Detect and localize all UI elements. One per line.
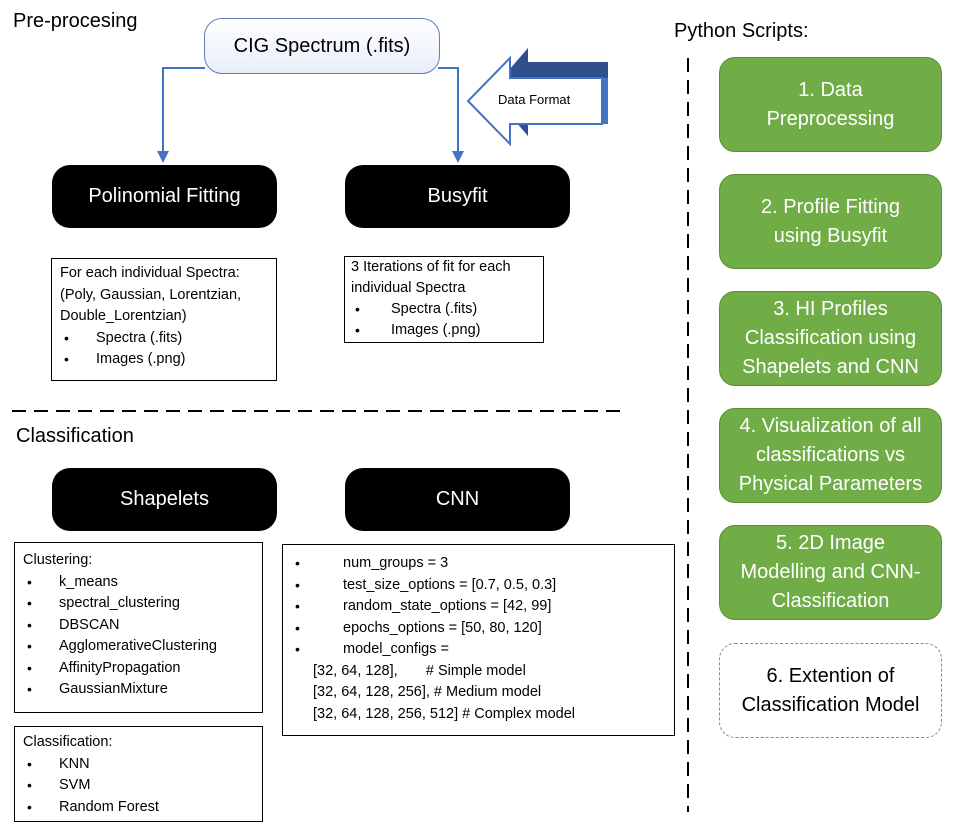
- source-node-label: CIG Spectrum (.fits): [233, 34, 411, 57]
- list-item-text: GaussianMixture: [59, 681, 168, 697]
- list-item-text: num_groups = 3: [343, 555, 449, 571]
- connector-to-polinomial: [162, 67, 205, 152]
- script-1-label: 1. Data Preprocessing: [766, 78, 895, 130]
- classification-box: Classification: KNN SVM Random Forest: [14, 726, 263, 822]
- connector-to-busyfit: [438, 67, 459, 152]
- list-item-text: spectral_clustering: [59, 595, 180, 611]
- box-line: individual Spectra: [351, 280, 466, 296]
- config-line: [32, 64, 128], # Simple model: [313, 662, 526, 679]
- config-line: [32, 64, 128, 256, 512] # Complex model: [313, 705, 575, 722]
- source-node: CIG Spectrum (.fits): [204, 18, 440, 74]
- list-item: GaussianMixture: [23, 679, 262, 701]
- script-1-box: 1. Data Preprocessing: [719, 57, 942, 152]
- list-item-text: DBSCAN: [59, 616, 120, 633]
- list-item-text: KNN: [59, 755, 90, 772]
- polinomial-output-box: For each individual Spectra: (Poly, Gaus…: [51, 258, 277, 381]
- list-item: num_groups = 3: [291, 553, 674, 575]
- classification-header: Classification:: [23, 734, 113, 750]
- list-item: model_configs =: [291, 639, 674, 661]
- arrowhead-polinomial: [157, 151, 169, 163]
- list-item-text: Images (.png): [391, 322, 481, 338]
- list-item: k_means: [23, 572, 262, 594]
- list-item: KNN: [23, 754, 262, 776]
- list-item-text: epochs_options = [50, 80, 120]: [343, 619, 542, 636]
- shapelets-label: Shapelets: [120, 488, 209, 510]
- script-2-label: 2. Profile Fitting using Busyfit: [761, 195, 900, 247]
- list-item: Random Forest: [23, 797, 262, 819]
- cnn-config-box: num_groups = 3 test_size_options = [0.7,…: [282, 544, 675, 736]
- shapelets-node: Shapelets: [52, 468, 277, 531]
- clustering-header: Clustering:: [23, 552, 93, 568]
- script-5-label: 5. 2D Image Modelling and CNN- Classific…: [740, 532, 921, 612]
- list-item: Images (.png): [60, 349, 276, 371]
- busyfit-node: Busyfit: [345, 165, 570, 228]
- list-item-text: SVM: [59, 777, 91, 793]
- box-line: Double_Lorentzian): [60, 308, 187, 324]
- arrowhead-busyfit: [452, 151, 464, 163]
- list-item: test_size_options = [0.7, 0.5, 0.3]: [291, 575, 674, 597]
- list-item-text: Spectra (.fits): [391, 301, 478, 317]
- busyfit-output-box: 3 Iterations of fit for each individual …: [344, 256, 544, 343]
- list-item-text: Images (.png): [96, 351, 186, 367]
- list-item: AffinityPropagation: [23, 658, 262, 680]
- script-4-label: 4. Visualization of all classifications …: [738, 415, 923, 495]
- script-4-box: 4. Visualization of all classifications …: [719, 408, 942, 503]
- list-item-text: Spectra (.fits): [96, 329, 183, 346]
- data-format-label: Data Format: [498, 92, 571, 107]
- list-item: AgglomerativeClustering: [23, 636, 262, 658]
- scripts-title: Python Scripts:: [674, 20, 809, 42]
- box-line: 3 Iterations of fit for each: [351, 259, 511, 275]
- list-item: SVM: [23, 775, 262, 797]
- cnn-node: CNN: [345, 468, 570, 531]
- box-line: For each individual Spectra:: [60, 265, 240, 281]
- list-item-text: model_configs =: [343, 641, 449, 657]
- script-6-label: 6. Extention of Classification Model: [741, 664, 920, 716]
- list-item-text: AgglomerativeClustering: [59, 638, 217, 654]
- list-item: DBSCAN: [23, 615, 262, 637]
- script-3-box: 3. HI Profiles Classification using Shap…: [719, 291, 942, 386]
- list-item: random_state_options = [42, 99]: [291, 596, 674, 618]
- polinomial-fitting-label: Polinomial Fitting: [88, 185, 241, 207]
- data-format-arrow: [466, 55, 603, 147]
- list-item: Spectra (.fits): [60, 328, 276, 350]
- config-line: [32, 64, 128, 256], # Medium model: [313, 684, 542, 700]
- cnn-label: CNN: [435, 488, 480, 510]
- busyfit-label: Busyfit: [427, 185, 488, 207]
- list-item-text: test_size_options = [0.7, 0.5, 0.3]: [343, 576, 557, 593]
- data-format-arrow-edge: [602, 78, 608, 124]
- list-item: spectral_clustering: [23, 593, 262, 615]
- list-item-text: AffinityPropagation: [59, 659, 181, 676]
- list-item: Images (.png): [351, 320, 543, 341]
- script-3-label: 3. HI Profiles Classification using Shap…: [742, 298, 919, 378]
- script-6-box: 6. Extention of Classification Model: [719, 643, 942, 738]
- preprocessing-title: Pre-procesing: [13, 10, 138, 32]
- clustering-box: Clustering: k_means spectral_clustering …: [14, 542, 263, 713]
- script-5-box: 5. 2D Image Modelling and CNN- Classific…: [719, 525, 942, 620]
- list-item: epochs_options = [50, 80, 120]: [291, 618, 674, 640]
- list-item-text: random_state_options = [42, 99]: [343, 598, 552, 614]
- list-item: Spectra (.fits): [351, 299, 543, 320]
- script-2-box: 2. Profile Fitting using Busyfit: [719, 174, 942, 269]
- classification-title: Classification: [16, 425, 134, 447]
- polinomial-fitting-node: Polinomial Fitting: [52, 165, 277, 228]
- box-line: (Poly, Gaussian, Lorentzian,: [60, 286, 242, 303]
- list-item-text: Random Forest: [59, 798, 159, 815]
- list-item-text: k_means: [59, 573, 118, 590]
